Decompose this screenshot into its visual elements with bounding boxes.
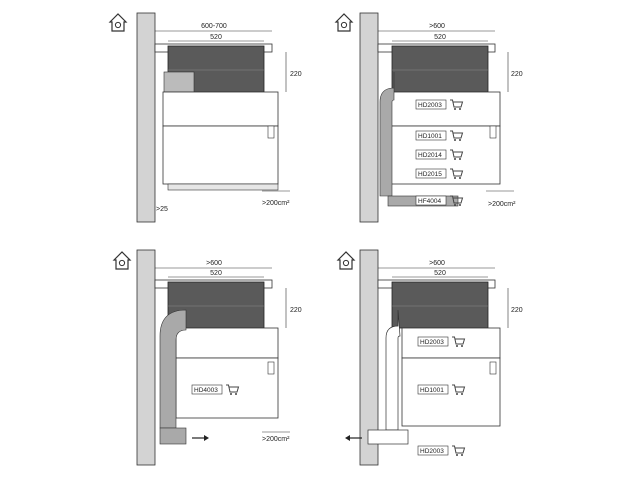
height-label: 220 (290, 307, 302, 314)
cabinet-handle (267, 125, 275, 139)
cabinet-body (175, 357, 279, 419)
house-icon (337, 251, 355, 270)
vertical-duct (385, 309, 401, 431)
panel-top-right: HD2003 HD1001 HD2014 HD2015 HF4004 >600 … (335, 12, 523, 223)
hob-width-label: 520 (210, 34, 222, 41)
part-label: HD1001 (420, 387, 444, 394)
part-label: HD2003 (420, 339, 444, 346)
hob-width-label: 520 (434, 34, 446, 41)
wall (136, 249, 156, 466)
part-label: HD2015 (418, 171, 442, 178)
part-label: HF4004 (418, 198, 442, 205)
wall (359, 249, 379, 466)
plinth (167, 183, 279, 191)
drawer-top (401, 327, 501, 359)
panel-bottom-left: HD4003 >600 520 220 >200cm² (113, 249, 302, 466)
hob-unit (391, 45, 489, 93)
drawer-top (175, 327, 279, 359)
wall (359, 12, 379, 223)
cabinet-handle (489, 125, 497, 139)
hob-motor (163, 71, 195, 93)
height-label: 220 (511, 307, 523, 314)
vent-label: >200cm² (262, 436, 290, 443)
cabinet-handle (267, 361, 275, 375)
hob-width-label: 520 (210, 270, 222, 277)
duct-outlet (367, 429, 409, 445)
overall-width-label: 600-700 (201, 23, 227, 30)
vent-label: >200cm² (262, 200, 290, 207)
cabinet-handle (489, 361, 497, 375)
part-label: HD1001 (418, 133, 442, 140)
height-label: 220 (511, 71, 523, 78)
shopping-cart-icon[interactable] (451, 445, 465, 457)
vertical-duct (379, 72, 395, 197)
hob-unit (391, 281, 489, 329)
house-icon (109, 13, 127, 32)
cabinet-body (162, 125, 279, 185)
height-label: 220 (290, 71, 302, 78)
hob-width-label: 520 (434, 270, 446, 277)
panel-bottom-right: HD2003 HD1001 HD2003 >600 520 220 (337, 249, 523, 466)
gap-label: >25 (156, 206, 168, 213)
drawer-top (162, 91, 279, 127)
overall-width-label: >600 (429, 260, 445, 267)
part-label: HD2003 (418, 102, 442, 109)
overall-width-label: >600 (206, 260, 222, 267)
overall-width-label: >600 (429, 23, 445, 30)
duct-outlet (159, 427, 187, 445)
panel-top-left: 600-700 520 220 >25 >200cm² (109, 12, 302, 223)
part-label: HD4003 (194, 387, 218, 394)
house-icon (335, 13, 353, 32)
part-label: HD2003 (420, 448, 444, 455)
vent-label: >200cm² (488, 201, 516, 208)
cabinet-body (401, 357, 501, 427)
house-icon (113, 251, 131, 270)
wall (136, 12, 156, 223)
part-label: HD2014 (418, 152, 442, 159)
